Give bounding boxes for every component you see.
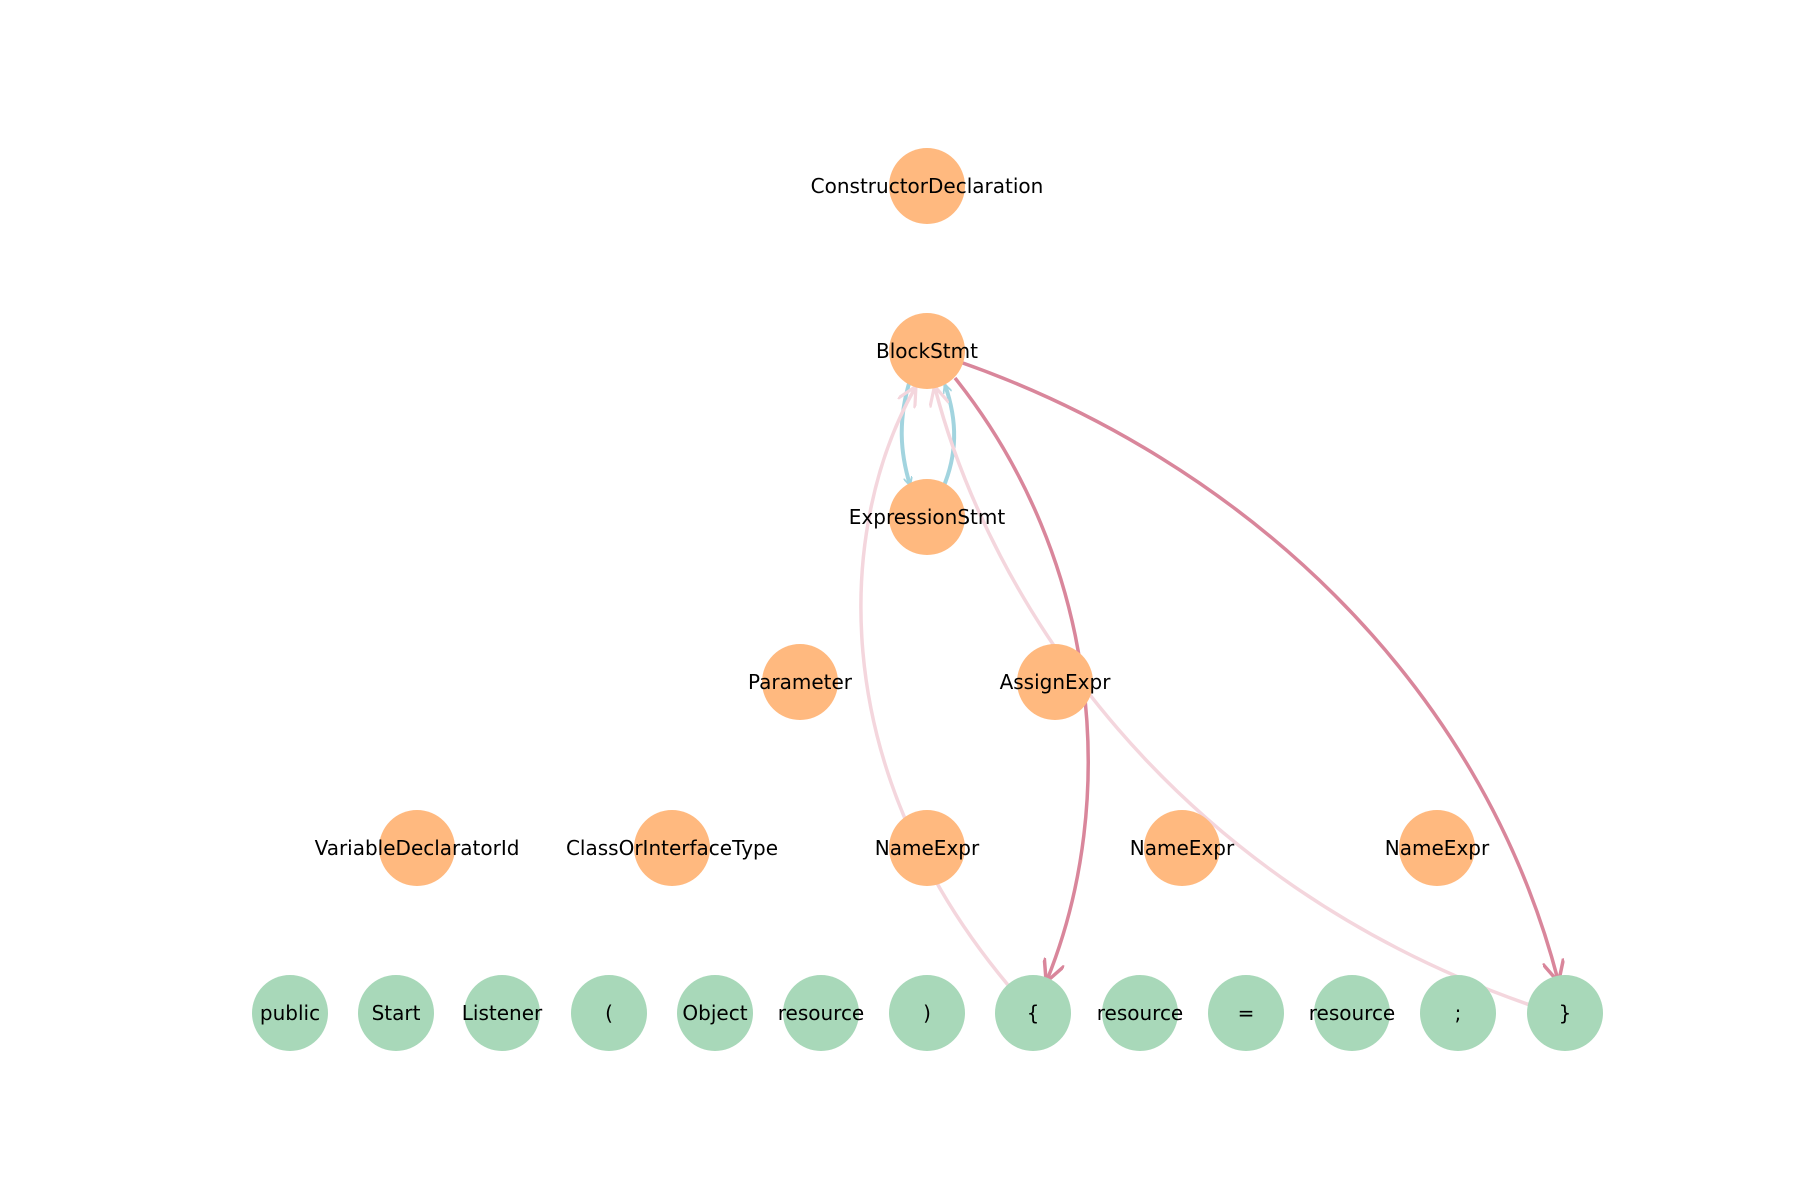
node-label: AssignExpr (1000, 670, 1112, 694)
token-right-paren: ) (889, 975, 965, 1051)
edge-lbrace-to-block-faint (859, 388, 1010, 987)
node-constructor-declaration: ConstructorDeclaration (811, 148, 1044, 224)
node-label: ConstructorDeclaration (811, 174, 1044, 198)
token-circle (677, 975, 753, 1051)
token-circle (1527, 975, 1603, 1051)
token-label: resource (1097, 1001, 1184, 1025)
token-semicolon: ; (1420, 975, 1496, 1051)
token-circle (995, 975, 1071, 1051)
token-left-paren: ( (571, 975, 647, 1051)
token-circle (358, 975, 434, 1051)
node-label: ClassOrInterfaceType (566, 836, 778, 860)
node-circle (379, 810, 455, 886)
token-circle (252, 975, 328, 1051)
node-circle (889, 479, 965, 555)
node-label: NameExpr (1130, 836, 1235, 860)
token-label: = (1238, 1001, 1255, 1025)
edge-block-to-rbrace (959, 360, 1558, 980)
node-label: NameExpr (875, 836, 980, 860)
token-right-brace: } (1527, 975, 1603, 1051)
token-label: Object (682, 1001, 747, 1025)
token-circle (464, 975, 540, 1051)
token-label: Start (372, 1001, 421, 1025)
node-expression-stmt: ExpressionStmt (849, 479, 1006, 555)
node-label: BlockStmt (876, 339, 978, 363)
node-circle (889, 313, 965, 389)
token-label: resource (778, 1001, 865, 1025)
node-label: NameExpr (1385, 836, 1490, 860)
edge-rbrace-to-block-faint (935, 388, 1531, 1007)
token-label: Listener (462, 1001, 543, 1025)
node-circle (1144, 810, 1220, 886)
token-label: ; (1455, 1001, 1462, 1025)
token-circle (1102, 975, 1178, 1051)
node-name-expr-1: NameExpr (875, 810, 980, 886)
token-listener: Listener (462, 975, 543, 1051)
node-circle (1399, 810, 1475, 886)
token-label: ) (923, 1001, 931, 1025)
token-resource-1: resource (778, 975, 865, 1051)
node-label: Parameter (748, 670, 853, 694)
node-class-or-interface-type: ClassOrInterfaceType (566, 810, 778, 886)
token-resource-3: resource (1309, 975, 1396, 1051)
token-label: public (260, 1001, 320, 1025)
node-variable-declarator-id: VariableDeclaratorId (315, 810, 520, 886)
node-label: VariableDeclaratorId (315, 836, 520, 860)
node-block-stmt: BlockStmt (876, 313, 978, 389)
node-parameter: Parameter (748, 644, 853, 720)
token-label: resource (1309, 1001, 1396, 1025)
edge-layer (859, 360, 1558, 1007)
node-circle (1017, 644, 1093, 720)
node-name-expr-2: NameExpr (1130, 810, 1235, 886)
token-circle (889, 975, 965, 1051)
token-start: Start (358, 975, 434, 1051)
token-left-brace: { (995, 975, 1071, 1051)
node-circle (889, 810, 965, 886)
token-node-layer: public Start Listener ( Object resource … (252, 975, 1603, 1051)
token-resource-2: resource (1097, 975, 1184, 1051)
token-label: ( (605, 1001, 613, 1025)
token-circle (1208, 975, 1284, 1051)
node-label: ExpressionStmt (849, 505, 1006, 529)
node-assign-expr: AssignExpr (1000, 644, 1112, 720)
node-circle (889, 148, 965, 224)
token-circle (783, 975, 859, 1051)
token-public: public (252, 975, 328, 1051)
token-label: } (1559, 1001, 1572, 1025)
token-label: { (1027, 1001, 1040, 1025)
token-circle (1420, 975, 1496, 1051)
token-circle (571, 975, 647, 1051)
node-circle (634, 810, 710, 886)
token-circle (1314, 975, 1390, 1051)
ast-node-layer: ConstructorDeclaration BlockStmt Express… (315, 148, 1490, 886)
token-object: Object (677, 975, 753, 1051)
node-circle (762, 644, 838, 720)
node-name-expr-3: NameExpr (1385, 810, 1490, 886)
token-equals: = (1208, 975, 1284, 1051)
